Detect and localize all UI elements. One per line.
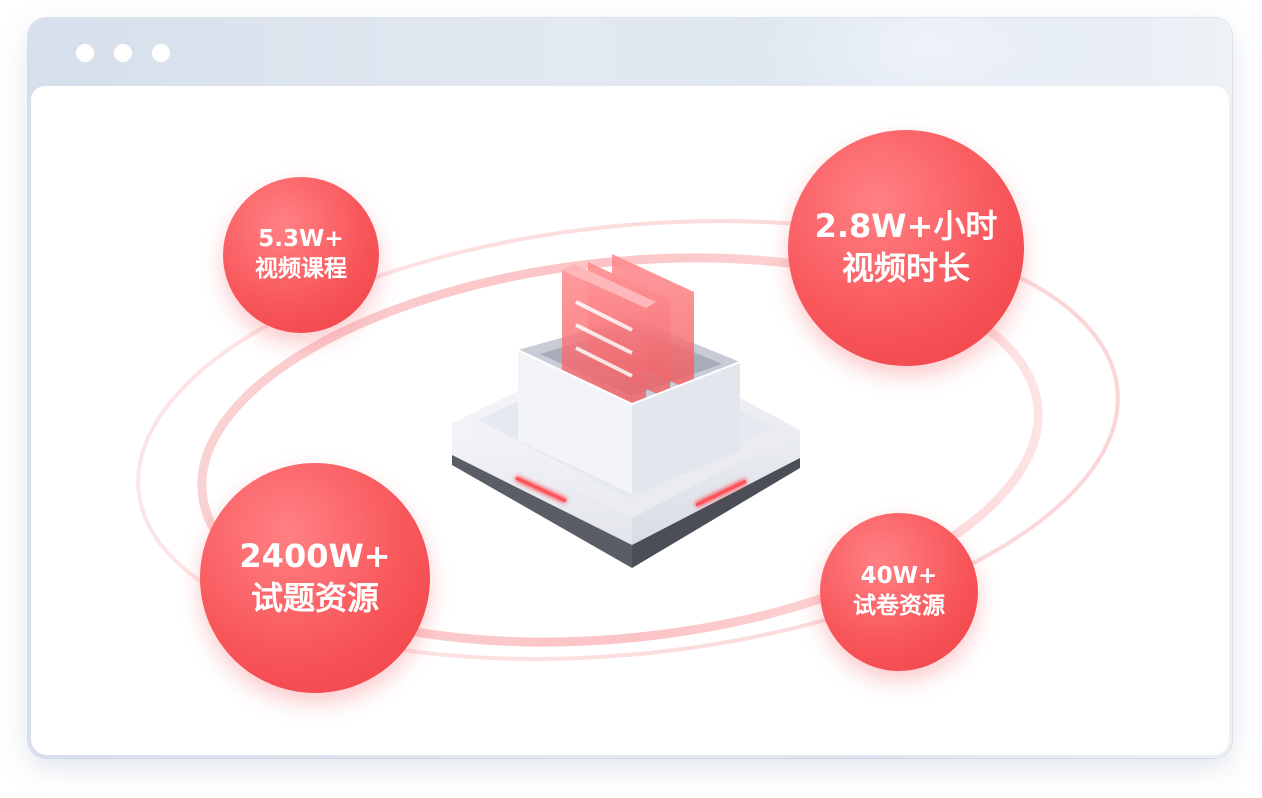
server-box-front [517,349,741,494]
stat-question-resources: 2400W+ 试题资源 [200,463,430,693]
stat-video-courses-value: 5.3W+ [258,226,344,253]
stat-video-hours-value: 2.8W+小时 [814,207,998,246]
inner-orbit-ring [197,253,1043,647]
stat-question-resources-label: 试题资源 [250,579,379,617]
stat-paper-resources: 40W+ 试卷资源 [820,513,978,671]
stat-video-hours: 2.8W+小时 视频时长 [788,130,1024,366]
outer-orbit-ring [136,219,1120,661]
stat-video-courses-label: 视频课程 [255,256,347,282]
stat-question-resources-value: 2400W+ [239,537,391,576]
stat-video-courses: 5.3W+ 视频课程 [223,177,379,333]
stat-paper-resources-label: 试卷资源 [853,593,945,619]
window-dot-2 [114,44,132,62]
window-dot-1 [76,44,94,62]
stat-paper-resources-value: 40W+ [860,563,938,590]
stat-video-hours-label: 视频时长 [841,249,970,287]
window-dot-3 [152,44,170,62]
document-stack [562,254,694,410]
